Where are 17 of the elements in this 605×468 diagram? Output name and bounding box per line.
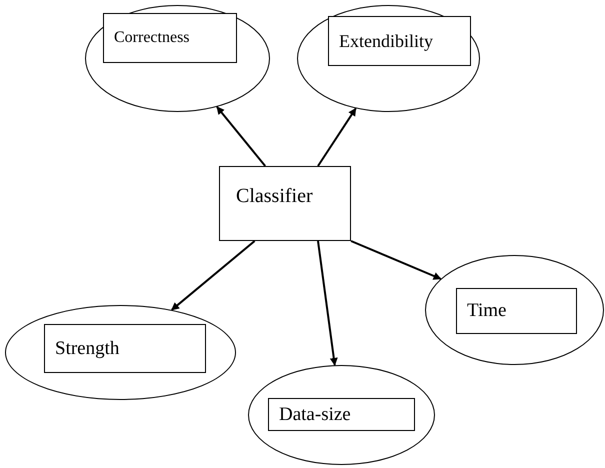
box-label: Strength <box>55 338 120 360</box>
arrow <box>350 240 442 280</box>
arrow <box>171 240 256 311</box>
box-label: Time <box>467 300 506 322</box>
box-label: Correctness <box>114 29 190 47</box>
label-box <box>328 16 471 66</box>
label-box <box>268 398 415 431</box>
box-label: Data-size <box>279 404 351 426</box>
arrow <box>216 106 266 167</box>
label-box <box>219 166 351 241</box>
label-box <box>103 13 237 63</box>
arrow <box>317 240 338 366</box>
arrow <box>317 108 357 167</box>
label-box <box>44 324 206 373</box>
label-box <box>456 288 577 334</box>
box-label: Extendibility <box>339 30 433 52</box>
box-label: Classifier <box>236 185 313 208</box>
